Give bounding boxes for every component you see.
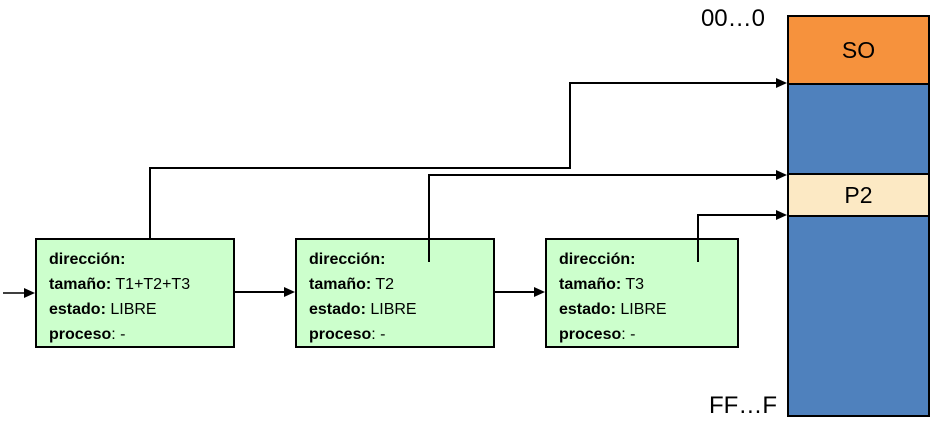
node1-direccion-field: dirección:	[49, 251, 126, 268]
node2-pointer-arrowhead	[776, 170, 787, 180]
so-segment-label: SO	[841, 36, 876, 63]
node1-tamano-field: tamaño: T1+T2+T3	[49, 276, 191, 293]
freelist-node-2: dirección: tamaño: T2 estado: LIBRE proc…	[295, 238, 495, 348]
memory-segment-so: SO	[789, 17, 928, 85]
node2-to-node3-arrowhead	[534, 287, 545, 297]
node3-pointer-arrowhead	[776, 210, 787, 220]
node2-pointer-horizontal	[428, 174, 777, 176]
memory-segment-free-upper	[789, 85, 928, 175]
node2-proceso-field: proceso: -	[309, 326, 386, 343]
node1-to-node2-arrowhead	[284, 287, 295, 297]
memory-map-bar: SO P2	[787, 15, 930, 417]
p2-segment-label: P2	[844, 181, 873, 208]
node3-proceso-field: proceso: -	[559, 326, 636, 343]
memory-segment-p2: P2	[789, 175, 928, 217]
address-bottom-label: FF…F	[709, 392, 777, 419]
node2-to-node3-arrow-shaft	[495, 291, 536, 293]
node2-pointer-vertical	[428, 174, 430, 262]
node1-pointer-vertical-1	[149, 167, 151, 239]
node1-to-node2-arrow-shaft	[235, 291, 286, 293]
node1-proceso-field: proceso: -	[49, 326, 126, 343]
node1-pointer-horizontal-1	[149, 167, 571, 169]
node1-estado-field: estado: LIBRE	[49, 301, 157, 318]
node1-pointer-horizontal-2	[569, 82, 777, 84]
node3-pointer-vertical	[697, 214, 699, 262]
node3-pointer-horizontal	[697, 214, 777, 216]
node2-direccion-field: dirección:	[309, 251, 386, 268]
node1-pointer-arrowhead	[776, 78, 787, 88]
address-top-label: 00…0	[700, 5, 765, 32]
node3-estado-field: estado: LIBRE	[559, 301, 667, 318]
freelist-node-3: dirección: tamaño: T3 estado: LIBRE proc…	[545, 238, 739, 348]
node1-pointer-vertical-2	[569, 82, 571, 169]
freelist-head-arrowhead	[24, 288, 35, 298]
node3-tamano-field: tamaño: T3	[559, 276, 645, 293]
memory-segment-free-lower	[789, 217, 928, 415]
node2-tamano-field: tamaño: T2	[309, 276, 395, 293]
freelist-node-1: dirección: tamaño: T1+T2+T3 estado: LIBR…	[35, 238, 235, 348]
node3-direccion-field: dirección:	[559, 251, 636, 268]
node2-estado-field: estado: LIBRE	[309, 301, 417, 318]
freelist-head-arrow-shaft	[3, 292, 27, 294]
